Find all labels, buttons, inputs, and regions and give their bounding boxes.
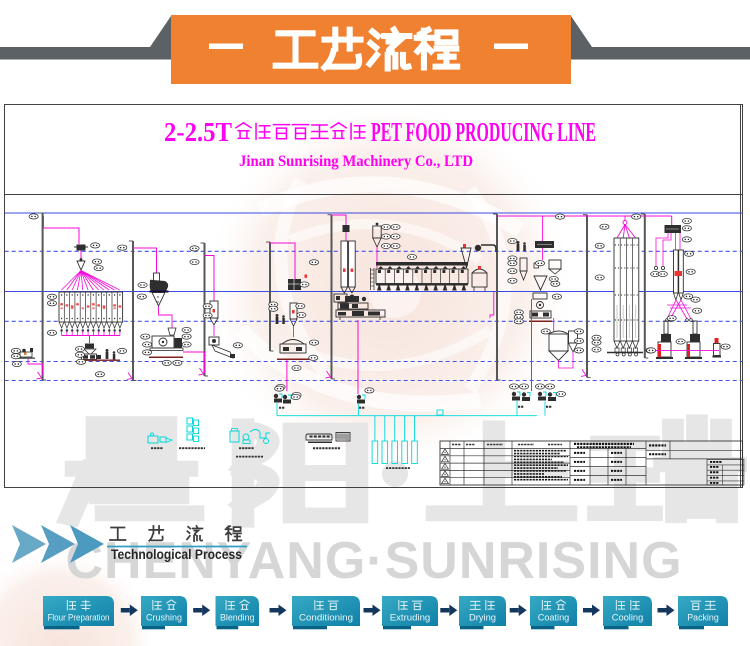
svg-text:Blending: Blending — [220, 613, 255, 623]
svg-text:CHENYANG·SUNRISING: CHENYANG·SUNRISING — [65, 532, 682, 590]
svg-text:Drying: Drying — [469, 613, 496, 623]
svg-text:Crushing: Crushing — [146, 613, 182, 623]
svg-text:Coating: Coating — [538, 613, 570, 623]
svg-text:Conditioning: Conditioning — [299, 613, 353, 623]
svg-text:Packing: Packing — [687, 613, 719, 623]
svg-text:2-2.5T: 2-2.5T — [164, 117, 232, 147]
svg-text:Technological Process: Technological Process — [111, 547, 242, 562]
svg-text:Jinan Sunrising Machinery Co.,: Jinan Sunrising Machinery Co., LTD — [239, 153, 473, 170]
svg-text:Extruding: Extruding — [390, 613, 431, 623]
svg-text:Flour Preparation: Flour Preparation — [48, 613, 110, 623]
svg-text:PET FOOD PRODUCING LINE: PET FOOD PRODUCING LINE — [371, 117, 596, 147]
svg-text:Cooling: Cooling — [612, 613, 644, 623]
